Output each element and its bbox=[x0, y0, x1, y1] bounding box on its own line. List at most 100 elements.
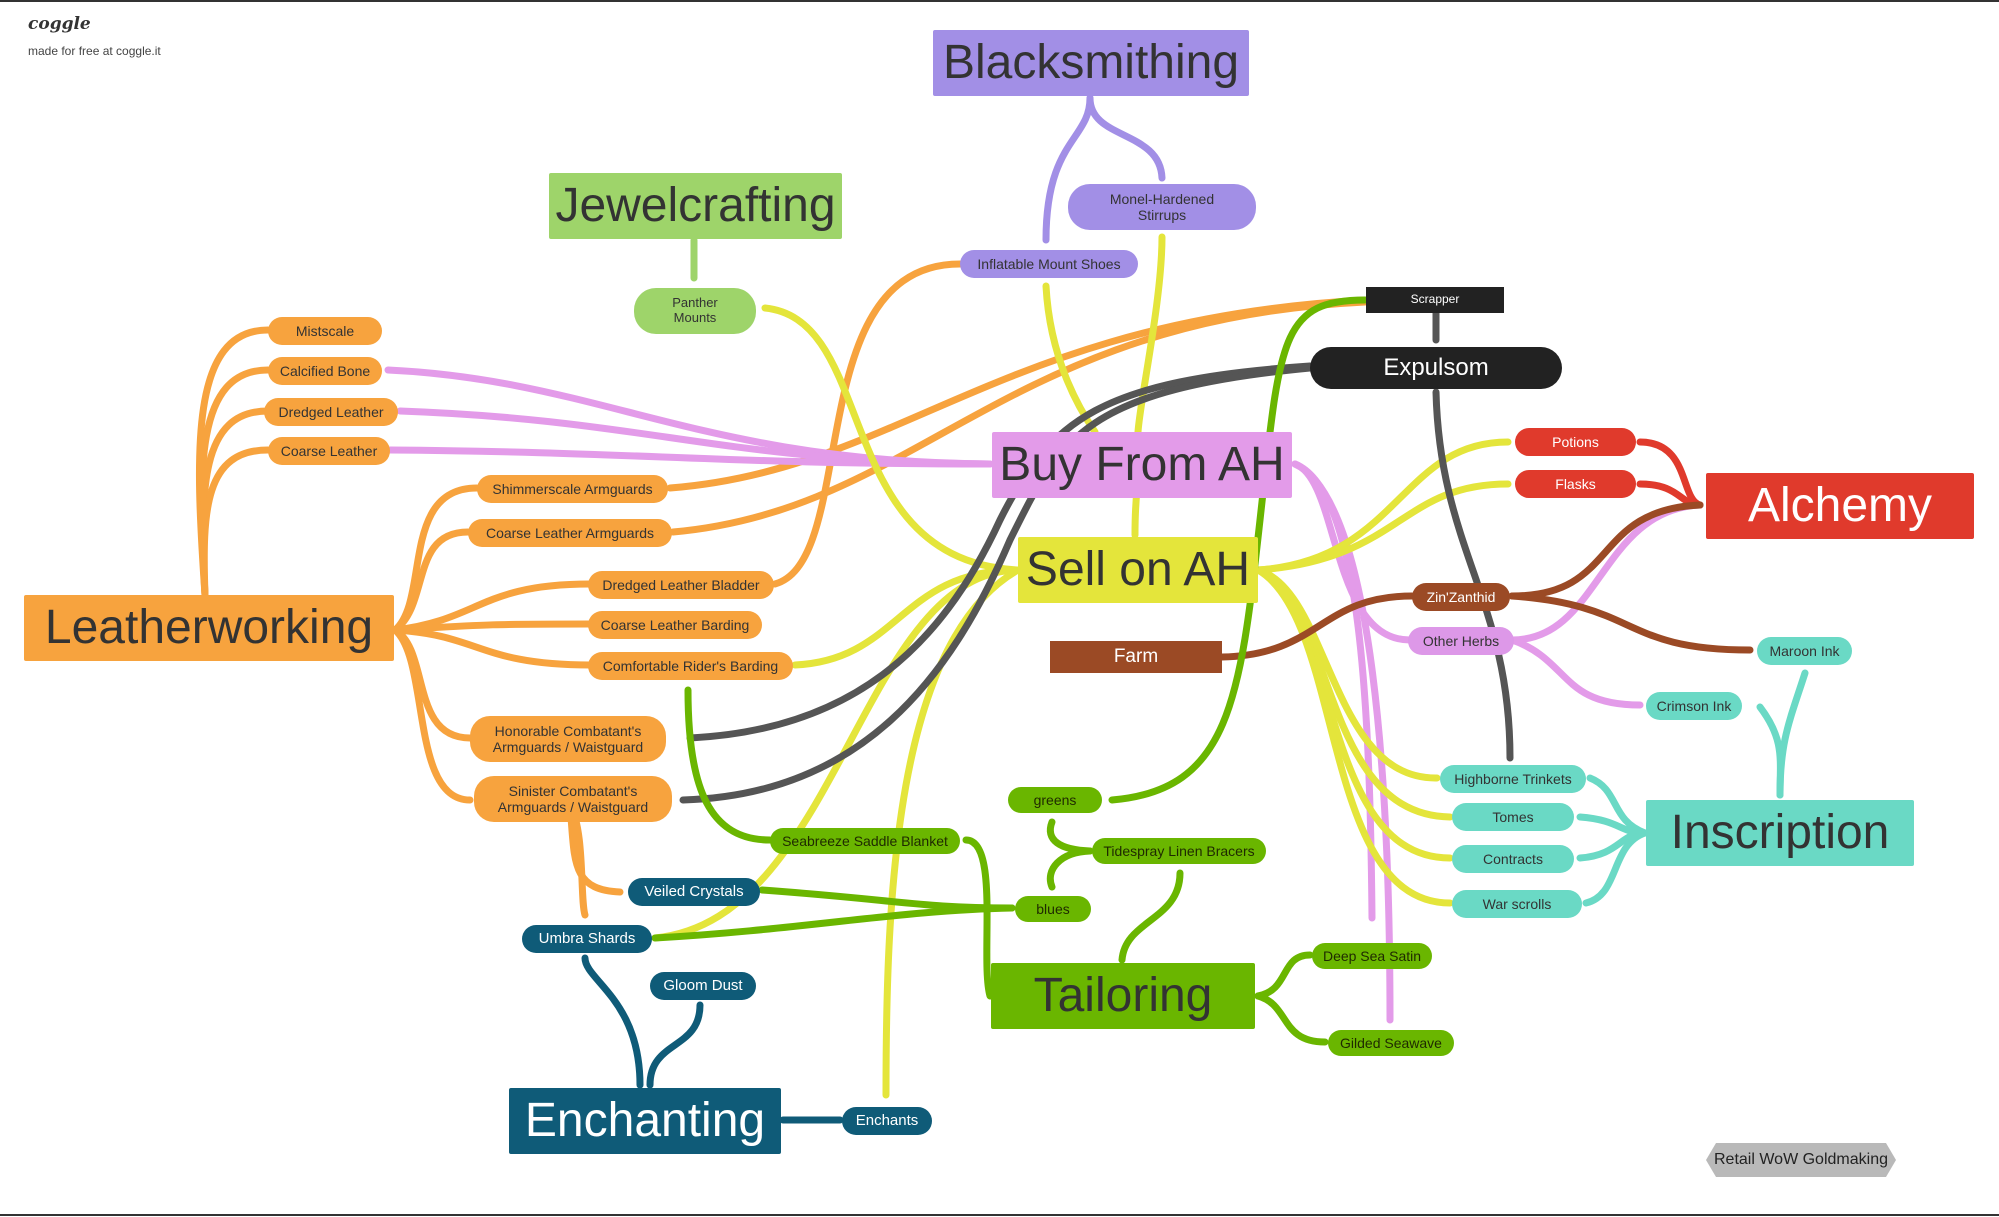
barding-label: Coarse Leather Barding bbox=[600, 616, 750, 633]
node-deep-sea-satin[interactable]: Deep Sea Satin bbox=[1312, 943, 1432, 969]
branch-monel-buyah bbox=[1134, 233, 1166, 436]
hub-jewelcrafting[interactable]: Jewelcrafting bbox=[549, 173, 842, 239]
node-honorable[interactable]: Honorable Combatant's Armguards / Waistg… bbox=[470, 716, 666, 762]
node-war-scrolls[interactable]: War scrolls bbox=[1452, 890, 1582, 918]
hub-alchemy[interactable]: Alchemy bbox=[1706, 473, 1974, 539]
node-monel-stirrups[interactable]: Monel-Hardened Stirrups bbox=[1068, 184, 1256, 230]
branch-umbra-blues bbox=[651, 904, 1016, 942]
branch-otherherbs-crimson bbox=[1508, 636, 1644, 709]
hub-sell-on-ah-label: Sell on AH bbox=[1025, 543, 1251, 597]
branch-leather-armguards bbox=[391, 528, 472, 634]
enchants-label: Enchants bbox=[855, 1112, 919, 1130]
shimmerscale-label: Shimmerscale Armguards bbox=[492, 480, 653, 497]
node-gloom-dust[interactable]: Gloom Dust bbox=[650, 972, 756, 1000]
bottom-border bbox=[0, 1214, 1999, 1216]
map-title-tag: Retail WoW Goldmaking bbox=[1706, 1143, 1896, 1177]
node-shimmerscale[interactable]: Shimmerscale Armguards bbox=[477, 475, 668, 503]
node-enchants[interactable]: Enchants bbox=[842, 1107, 932, 1135]
node-umbra-shards[interactable]: Umbra Shards bbox=[522, 925, 652, 953]
hub-enchanting[interactable]: Enchanting bbox=[509, 1088, 781, 1154]
node-other-herbs[interactable]: Other Herbs bbox=[1408, 627, 1514, 655]
hub-tailoring[interactable]: Tailoring bbox=[991, 963, 1255, 1029]
node-sinister[interactable]: Sinister Combatant's Armguards / Waistgu… bbox=[474, 776, 672, 822]
branch-leather-dredged bbox=[199, 407, 272, 599]
node-panther-mounts[interactable]: Panther Mounts bbox=[634, 288, 756, 334]
zinzanthid-label: Zin'Zanthid bbox=[1426, 588, 1496, 605]
node-inflatable-shoes[interactable]: Inflatable Mount Shoes bbox=[960, 250, 1138, 278]
dredged-leather-label: Dredged Leather bbox=[278, 403, 384, 420]
branch-greens-scrapper bbox=[1108, 296, 1369, 804]
node-mistscale[interactable]: Mistscale bbox=[268, 317, 382, 345]
node-blues[interactable]: blues bbox=[1015, 896, 1091, 922]
branch-veiled-blues bbox=[758, 886, 1016, 912]
branch-tailoring-seawave bbox=[1254, 992, 1329, 1046]
honorable-label: Honorable Combatant's Armguards / Waistg… bbox=[492, 722, 644, 755]
node-tomes[interactable]: Tomes bbox=[1452, 803, 1574, 831]
panther-label: Panther Mounts bbox=[672, 295, 718, 325]
node-calcified-bone[interactable]: Calcified Bone bbox=[268, 357, 382, 385]
flasks-label: Flasks bbox=[1555, 475, 1596, 492]
hub-inscription-label: Inscription bbox=[1670, 806, 1890, 860]
farm-label: Farm bbox=[1113, 646, 1159, 668]
node-greens[interactable]: greens bbox=[1008, 787, 1102, 813]
expulsom-label: Expulsom bbox=[1383, 354, 1489, 382]
node-crimson-ink[interactable]: Crimson Ink bbox=[1646, 692, 1742, 720]
node-coarse-leather[interactable]: Coarse Leather bbox=[268, 437, 390, 465]
branch-leather-coarse bbox=[200, 446, 272, 599]
branch-shimmer-scrapper bbox=[666, 296, 1369, 492]
branch-otherherbs-alchemy bbox=[1508, 501, 1704, 644]
branch-expulsom-trinkets bbox=[1432, 388, 1514, 762]
hub-inscription[interactable]: Inscription bbox=[1646, 800, 1914, 866]
branch-leather-barding bbox=[391, 620, 594, 634]
node-bracers[interactable]: Tidespray Linen Bracers bbox=[1092, 838, 1266, 864]
node-barding[interactable]: Coarse Leather Barding bbox=[588, 611, 762, 639]
branch-bs-monel bbox=[1086, 94, 1166, 182]
branch-leather-sinister bbox=[391, 626, 474, 804]
node-veiled-crystals[interactable]: Veiled Crystals bbox=[628, 878, 760, 906]
branch-expulsom-sinister bbox=[679, 364, 1314, 804]
node-coarse-armguards[interactable]: Coarse Leather Armguards bbox=[468, 519, 672, 547]
hub-leatherworking[interactable]: Leatherworking bbox=[24, 595, 394, 661]
node-potions[interactable]: Potions bbox=[1515, 428, 1636, 456]
umbra-label: Umbra Shards bbox=[538, 930, 636, 948]
hub-blacksmithing[interactable]: Blacksmithing bbox=[933, 30, 1249, 96]
brand-tagline: made for free at coggle.it bbox=[28, 44, 161, 58]
coarse-armguards-label: Coarse Leather Armguards bbox=[485, 524, 655, 541]
farm-node[interactable]: Farm bbox=[1050, 641, 1222, 673]
node-dredged-leather[interactable]: Dredged Leather bbox=[264, 398, 398, 426]
node-contracts[interactable]: Contracts bbox=[1452, 845, 1574, 873]
riders-barding-label: Comfortable Rider's Barding bbox=[602, 657, 779, 674]
hub-sell-on-ah[interactable]: Sell on AH bbox=[1018, 537, 1258, 603]
hub-buy-from-ah[interactable]: Buy From AH bbox=[992, 432, 1292, 498]
node-maroon-ink[interactable]: Maroon Ink bbox=[1757, 637, 1852, 665]
branch-sellah-flasks bbox=[1254, 480, 1512, 574]
expulsom-node[interactable]: Expulsom bbox=[1310, 347, 1562, 389]
node-gilded-seawave[interactable]: Gilded Seawave bbox=[1328, 1030, 1454, 1056]
node-flasks[interactable]: Flasks bbox=[1515, 470, 1636, 498]
veiled-label: Veiled Crystals bbox=[644, 883, 744, 901]
node-highborne-trinkets[interactable]: Highborne Trinkets bbox=[1440, 765, 1586, 793]
branch-leather-blanket bbox=[684, 686, 774, 844]
sinister-label: Sinister Combatant's Armguards / Waistgu… bbox=[497, 782, 649, 815]
node-bladder[interactable]: Dredged Leather Bladder bbox=[588, 571, 774, 599]
inflatable-label: Inflatable Mount Shoes bbox=[977, 255, 1121, 272]
node-zinzanthid[interactable]: Zin'Zanthid bbox=[1412, 583, 1510, 611]
branch-armguards-scrapper bbox=[669, 298, 1369, 536]
branch-riders-sellah bbox=[791, 566, 1022, 669]
scrapper-node[interactable]: Scrapper bbox=[1366, 287, 1504, 313]
blues-label: blues bbox=[1036, 900, 1070, 917]
contracts-label: Contracts bbox=[1483, 850, 1543, 867]
other-herbs-label: Other Herbs bbox=[1422, 632, 1500, 649]
potions-label: Potions bbox=[1552, 433, 1599, 450]
branch-leather-riders bbox=[391, 626, 594, 669]
branch-bladder-inflatable bbox=[771, 260, 964, 588]
brand-logo: coggle bbox=[28, 14, 91, 34]
hub-buy-from-ah-label: Buy From AH bbox=[999, 438, 1285, 492]
top-border bbox=[0, 0, 1999, 2]
node-saddle-blanket[interactable]: Seabreeze Saddle Blanket bbox=[770, 828, 960, 854]
node-riders-barding[interactable]: Comfortable Rider's Barding bbox=[588, 652, 793, 680]
greens-label: greens bbox=[1033, 791, 1077, 808]
branch-scrolls-insc bbox=[1582, 829, 1649, 907]
coarse-leather-label: Coarse Leather bbox=[280, 442, 378, 459]
